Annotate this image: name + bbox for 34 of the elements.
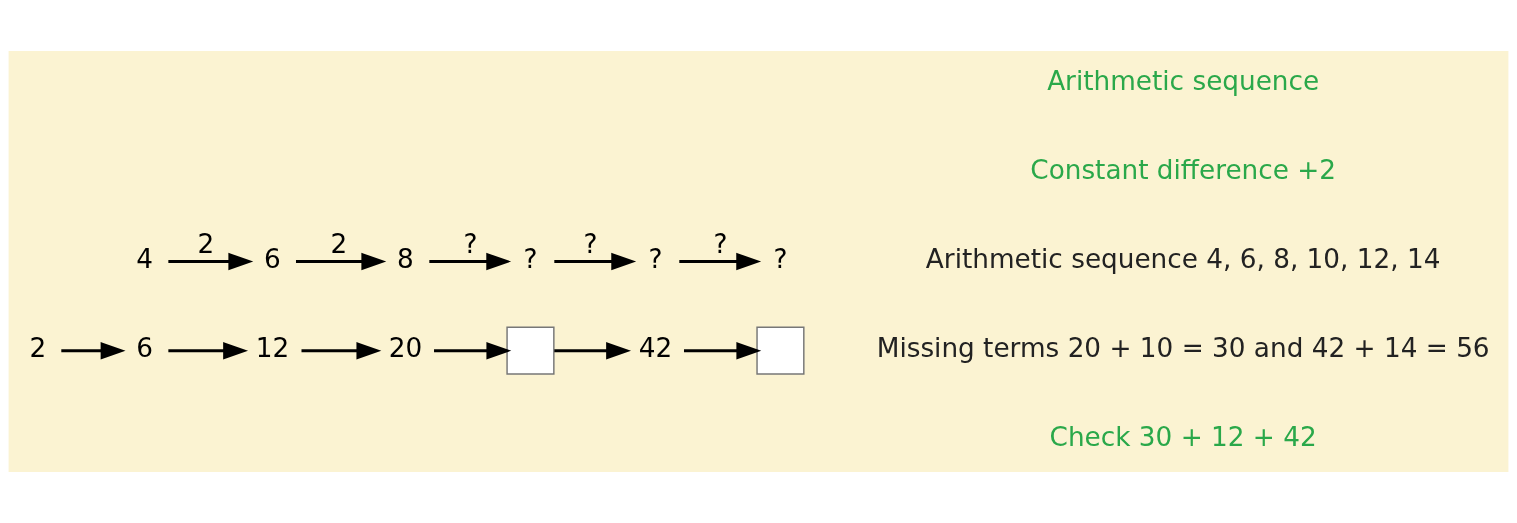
label: Check 30 + 12 + 42 — [1049, 422, 1317, 453]
arrow — [434, 341, 512, 360]
label: Constant difference +2 — [1030, 154, 1337, 185]
node-text: 6 — [136, 333, 153, 364]
arrow — [554, 341, 631, 360]
label: Arithmetic sequence 4, 6, 8, 10, 12, 14 — [925, 243, 1441, 274]
node-text: 42 — [638, 333, 673, 364]
arrow — [61, 341, 126, 360]
node-text: ? — [648, 243, 663, 274]
edge-label: 2 — [197, 229, 215, 260]
arrow — [684, 341, 762, 360]
node-text: ? — [523, 243, 538, 274]
edge-label: 2 — [330, 229, 348, 260]
node-text: 6 — [264, 243, 281, 274]
node-text: 20 — [388, 333, 423, 364]
arrow — [296, 252, 387, 271]
node-box — [506, 326, 555, 375]
node-box — [756, 326, 805, 375]
label: Arithmetic sequence — [1047, 65, 1320, 96]
node-text: 4 — [136, 243, 153, 274]
arrow — [554, 252, 637, 271]
node-text: ? — [773, 243, 788, 274]
edge-label: ? — [463, 229, 478, 260]
arrow — [301, 341, 382, 360]
arrow — [168, 341, 249, 360]
edge-label: ? — [713, 229, 728, 260]
label: Missing terms 20 + 10 = 30 and 42 + 14 = 56 — [876, 333, 1490, 364]
arrow — [168, 252, 254, 271]
node-text: 2 — [29, 333, 47, 364]
node-text: 8 — [397, 243, 414, 274]
node-text: 12 — [255, 333, 290, 364]
arrow — [429, 252, 512, 271]
edge-label: ? — [583, 229, 598, 260]
arrow — [679, 252, 762, 271]
